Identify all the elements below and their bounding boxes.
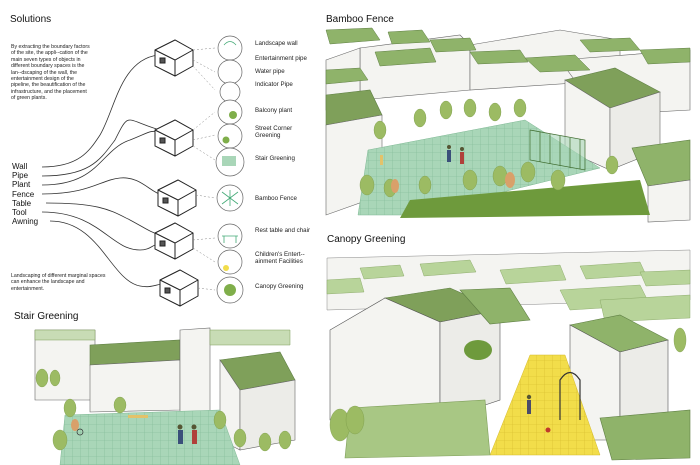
panel-title-canopy-greening: Canopy Greening bbox=[327, 234, 406, 245]
stair-greening-scene bbox=[34, 327, 296, 465]
category-list: Wall Pipe Plant Fence Table Tool Awning bbox=[12, 162, 57, 226]
connector-awning bbox=[49, 220, 163, 288]
entertainment-pipe-icon bbox=[217, 59, 243, 85]
category-fence: Fence bbox=[12, 189, 35, 199]
connector-tool bbox=[41, 211, 161, 251]
connector-plant bbox=[41, 130, 161, 186]
street-corner-icon bbox=[217, 123, 243, 149]
connector-table bbox=[45, 202, 161, 236]
house-icon-5 bbox=[159, 269, 199, 307]
garden-arch bbox=[559, 371, 581, 420]
label-street-corner-greening: Street Corner Greening bbox=[255, 125, 293, 140]
house-icon-3 bbox=[157, 179, 197, 217]
balcony-plant-icon bbox=[217, 99, 243, 125]
label-childrens-facilities: Children's Entert--ainment Facilities bbox=[255, 251, 305, 266]
label-stair-greening: Stair Greening bbox=[255, 155, 295, 162]
house-icon-1 bbox=[154, 39, 194, 77]
category-awning: Awning bbox=[12, 217, 39, 227]
bamboo-trees bbox=[359, 98, 619, 198]
leader-lines bbox=[192, 47, 216, 291]
panel-title-bamboo-fence: Bamboo Fence bbox=[326, 14, 394, 25]
bamboo-people bbox=[380, 145, 464, 165]
label-bamboo-fence: Bamboo Fence bbox=[255, 195, 297, 202]
label-indicator-pipe: Indicator Pipe bbox=[255, 81, 293, 88]
bamboo-fence bbox=[529, 129, 586, 171]
hanging-plant bbox=[464, 340, 492, 360]
connector-fence bbox=[41, 177, 163, 196]
label-water-pipe: Water pipe bbox=[255, 68, 285, 75]
label-canopy-greening: Canopy Greening bbox=[255, 283, 304, 290]
childrens-facility-icon bbox=[217, 249, 243, 275]
solutions-title: Solutions bbox=[10, 14, 52, 25]
indicator-pipe-icon bbox=[219, 81, 241, 103]
category-wall: Wall bbox=[12, 162, 28, 171]
object-icons bbox=[215, 35, 245, 304]
house-icon-4 bbox=[154, 222, 194, 260]
connector-pipe bbox=[41, 119, 161, 177]
label-entertainment-pipe: Entertainment pipe bbox=[255, 55, 307, 62]
category-tool: Tool bbox=[12, 208, 27, 218]
label-landscape-wall: Landscape wall bbox=[255, 40, 298, 47]
connector-lines bbox=[41, 54, 163, 288]
label-rest-table-and-chair: Rest table and chair bbox=[255, 227, 311, 234]
house-icon-2 bbox=[154, 119, 194, 157]
connector-wall bbox=[41, 54, 159, 168]
solutions-footer: Landscaping of different marginal spaces… bbox=[11, 273, 106, 292]
category-plant: Plant bbox=[12, 180, 31, 190]
solutions-intro: By extracting the boundary factors of th… bbox=[11, 44, 90, 102]
grass-strip bbox=[400, 180, 650, 218]
panel-title-stair-greening: Stair Greening bbox=[14, 311, 79, 322]
category-pipe: Pipe bbox=[12, 171, 29, 181]
label-balcony-plant: Balcony plant bbox=[255, 107, 293, 114]
yellow-path bbox=[489, 354, 601, 456]
bamboo-fence-scene bbox=[325, 27, 691, 223]
category-table: Table bbox=[12, 198, 32, 208]
canopy-greening-scene bbox=[326, 249, 691, 461]
stair-courtyard-ground bbox=[59, 409, 241, 465]
landscape-wall-icon bbox=[217, 35, 243, 61]
